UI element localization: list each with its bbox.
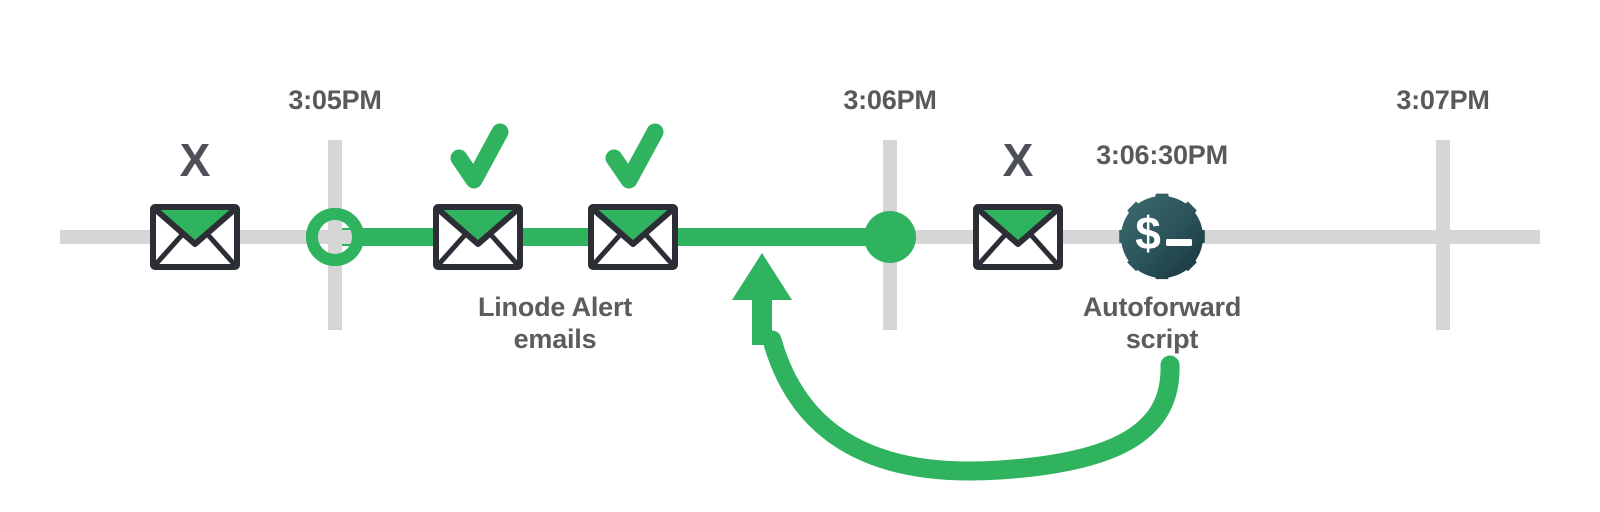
check-mark-icon-1 (450, 123, 509, 189)
gear-icon: $ (1119, 193, 1205, 280)
label-linode-alert-emails: Linode Alert emails (477, 292, 633, 354)
envelope-icon-1 (150, 204, 240, 270)
feedback-arrowhead (732, 253, 792, 345)
time-label-3-05pm: 3:05PM (288, 85, 382, 115)
gear-prompt-underscore (1166, 239, 1192, 246)
label-autoforward-script: Autoforward script (1082, 292, 1242, 354)
gear-prompt-symbol: $ (1135, 207, 1161, 259)
x-mark-icon-1: X (179, 134, 211, 186)
tick-mark-3-07pm (1436, 140, 1450, 330)
tick-marks (328, 140, 1450, 330)
milestone-marker-filled-dot (864, 211, 916, 263)
time-label-3-06pm: 3:06PM (843, 85, 937, 115)
time-label-3-07pm: 3:07PM (1396, 85, 1490, 115)
check-mark-icon-2 (605, 123, 664, 189)
feedback-arrow (732, 253, 1180, 481)
x-mark-icon-2: X (1002, 134, 1034, 186)
milestone-marker-open-ring (306, 208, 364, 266)
envelope-icon-2 (433, 204, 523, 270)
time-label-3-06-30pm: 3:06:30PM (1096, 140, 1228, 170)
envelope-icon-4 (973, 204, 1063, 270)
envelope-icon-3 (588, 204, 678, 270)
